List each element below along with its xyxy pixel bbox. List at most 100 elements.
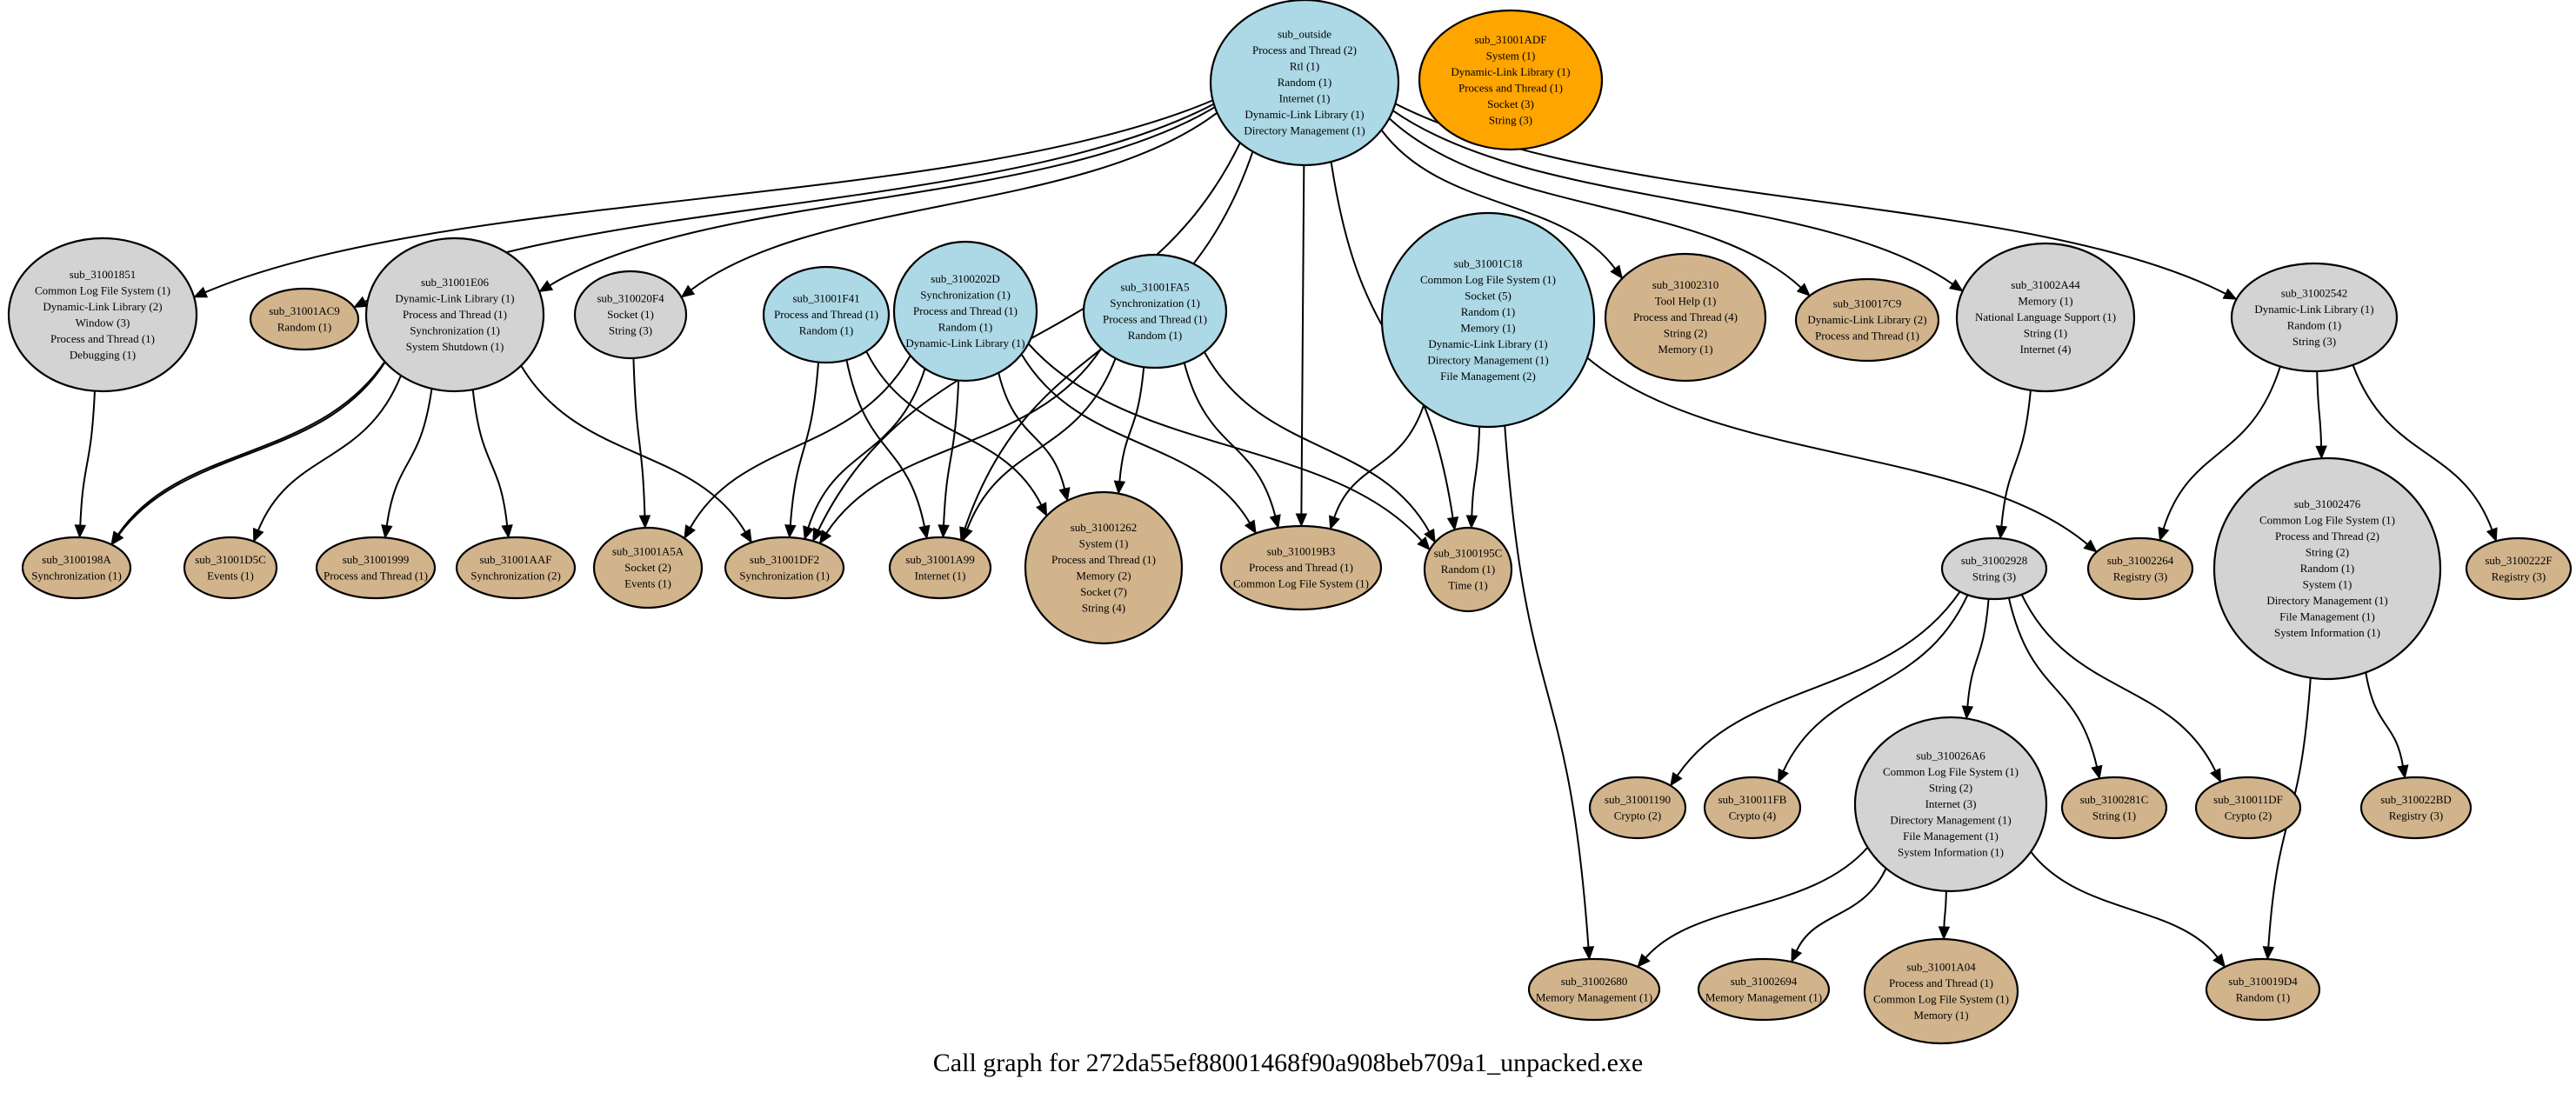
node-api-category: Directory Management (1) bbox=[1427, 353, 1548, 366]
node-name: sub_31001FA5 bbox=[1120, 280, 1189, 293]
node-api-category: Dynamic-Link Library (1) bbox=[1245, 108, 1364, 121]
node-ellipse bbox=[1604, 252, 1767, 383]
edge-sub_31002928-to-sub_31001190 bbox=[1676, 590, 1961, 776]
arrowhead-icon bbox=[1329, 515, 1340, 530]
edge-sub_31001C18-to-sub_31002264 bbox=[1586, 356, 2088, 545]
node-api-category: Events (1) bbox=[624, 577, 671, 590]
node-api-category: Tool Help (1) bbox=[1655, 295, 1717, 308]
arrowhead-icon bbox=[1796, 283, 1811, 296]
node-api-category: National Language Support (1) bbox=[1975, 310, 2116, 323]
node-api-category: Random (1) bbox=[1278, 76, 1331, 89]
edge-sub_3100202D-to-sub_31001DF2 bbox=[807, 368, 926, 529]
node-api-category: Process and Thread (1) bbox=[403, 308, 507, 321]
node-api-category: Common Log File System (1) bbox=[2259, 514, 2395, 527]
arrowhead-icon bbox=[1778, 768, 1789, 783]
node-api-category: Process and Thread (2) bbox=[1252, 43, 1357, 57]
node-api-category: String (2) bbox=[1664, 327, 1707, 340]
node-api-category: System Shutdown (1) bbox=[406, 340, 504, 353]
edge-sub_310026A6-to-sub_31002694 bbox=[1795, 868, 1887, 952]
node-api-category: Socket (2) bbox=[624, 561, 671, 574]
node-name: sub_310022BD bbox=[2380, 793, 2452, 806]
arrowhead-icon bbox=[1424, 528, 1436, 543]
node-api-category: Internet (1) bbox=[915, 569, 966, 582]
node-api-category: Random (1) bbox=[1461, 305, 1515, 318]
edge-sub_31001F41-to-sub_31001A99 bbox=[845, 359, 925, 527]
arrowhead-icon bbox=[2212, 953, 2226, 969]
node-api-category: Dynamic-Link Library (2) bbox=[1807, 313, 1926, 326]
node-name: sub_31001AAF bbox=[479, 553, 551, 566]
edge-sub_outside-to-sub_31002310 bbox=[1380, 129, 1616, 270]
node-api-category: Socket (5) bbox=[1465, 289, 1512, 302]
node-api-category: Random (1) bbox=[938, 321, 992, 334]
node-api-category: Process and Thread (1) bbox=[913, 304, 1018, 317]
node-ellipse bbox=[724, 536, 845, 600]
node-name: sub_31001C18 bbox=[1454, 256, 1523, 270]
edge-sub_310020F4-to-sub_31001A5A bbox=[632, 357, 646, 516]
edge-sub_31001F41-to-sub_31001DF2 bbox=[789, 362, 819, 526]
node-api-category: Dynamic-Link Library (1) bbox=[1451, 65, 1570, 78]
node-ellipse bbox=[1955, 242, 2136, 393]
edge-sub_31001C18-to-sub_310019B3 bbox=[1333, 404, 1425, 518]
node-api-category: String (1) bbox=[2024, 327, 2067, 340]
node-api-category: System Information (1) bbox=[1898, 846, 2004, 859]
node-ellipse bbox=[1703, 776, 1802, 840]
node-ellipse bbox=[1082, 253, 1228, 370]
arrowhead-icon bbox=[353, 296, 369, 309]
node-ellipse bbox=[888, 536, 992, 600]
edge-sub_3100202D-to-sub_3100195C bbox=[1027, 343, 1423, 542]
node-api-category: Process and Thread (2) bbox=[2275, 530, 2379, 543]
arrowhead-icon bbox=[1058, 487, 1071, 503]
node-api-category: Random (1) bbox=[2236, 990, 2290, 1003]
edge-sub_31001C18-to-sub_31002680 bbox=[1504, 425, 1590, 948]
edge-sub_310026A6-to-sub_31001A04 bbox=[1943, 890, 1947, 928]
node-name: sub_310020F4 bbox=[597, 292, 664, 305]
arrowhead-icon bbox=[74, 524, 87, 539]
node-api-category: Process and Thread (1) bbox=[1889, 976, 1993, 989]
node-ellipse bbox=[364, 236, 545, 393]
arrowhead-icon bbox=[2158, 526, 2170, 542]
node-api-category: Synchronization (1) bbox=[739, 569, 830, 582]
arrowhead-icon bbox=[680, 284, 696, 298]
edge-sub_outside-to-sub_310017C9 bbox=[1388, 117, 1802, 289]
node-ellipse bbox=[1863, 937, 2019, 1045]
